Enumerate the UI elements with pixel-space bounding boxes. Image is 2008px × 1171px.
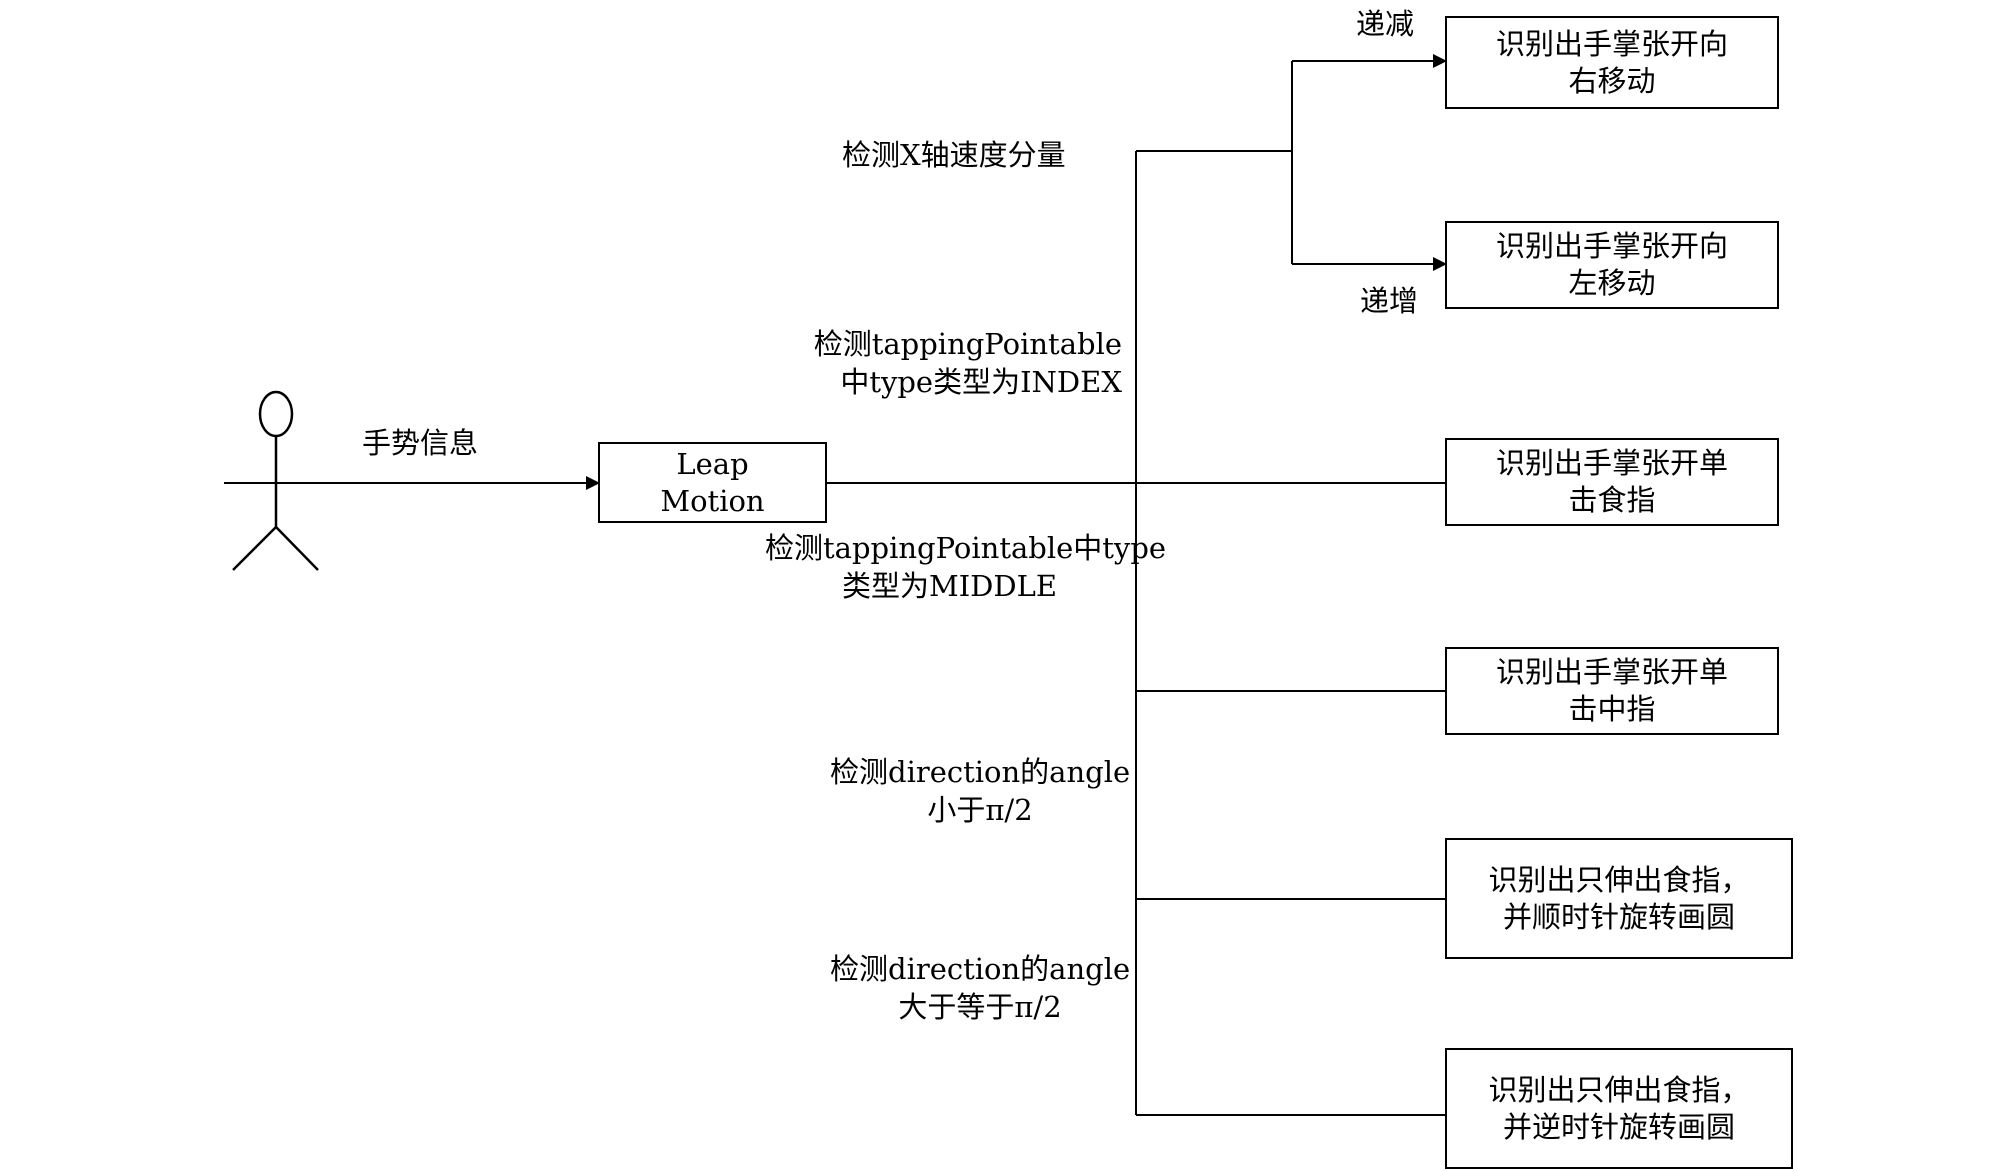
condition-angle-ge: 检测direction的angle 大于等于π/2 [830,952,1131,1024]
device-line1: Leap [676,446,749,481]
condition-x-velocity: 检测X轴速度分量 [842,138,1066,172]
result-box-clockwise: 识别出只伸出食指， 并顺时针旋转画圆 [1445,838,1793,959]
branch-label-decreasing: 递减 [1356,7,1415,41]
result-box-move-left: 识别出手掌张开向 左移动 [1445,221,1779,309]
device-line2: Motion [660,483,765,518]
result-box-tap-index: 识别出手掌张开单 击食指 [1445,438,1779,526]
stick-figure-icon [232,390,319,571]
result-box-move-right: 识别出手掌张开向 右移动 [1445,16,1779,109]
result-box-tap-middle: 识别出手掌张开单 击中指 [1445,647,1779,735]
leap-motion-box: Leap Motion [598,442,827,523]
condition-middle: 检测tappingPointable中type 类型为MIDDLE [765,531,1167,603]
actor-label: 手势信息 [362,426,479,460]
result-box-counterclockwise: 识别出只伸出食指， 并逆时针旋转画圆 [1445,1048,1793,1169]
condition-index: 检测tappingPointable 中type类型为INDEX [813,327,1122,399]
condition-angle-less: 检测direction的angle 小于π/2 [830,755,1131,827]
branch-label-increasing: 递增 [1360,284,1419,318]
